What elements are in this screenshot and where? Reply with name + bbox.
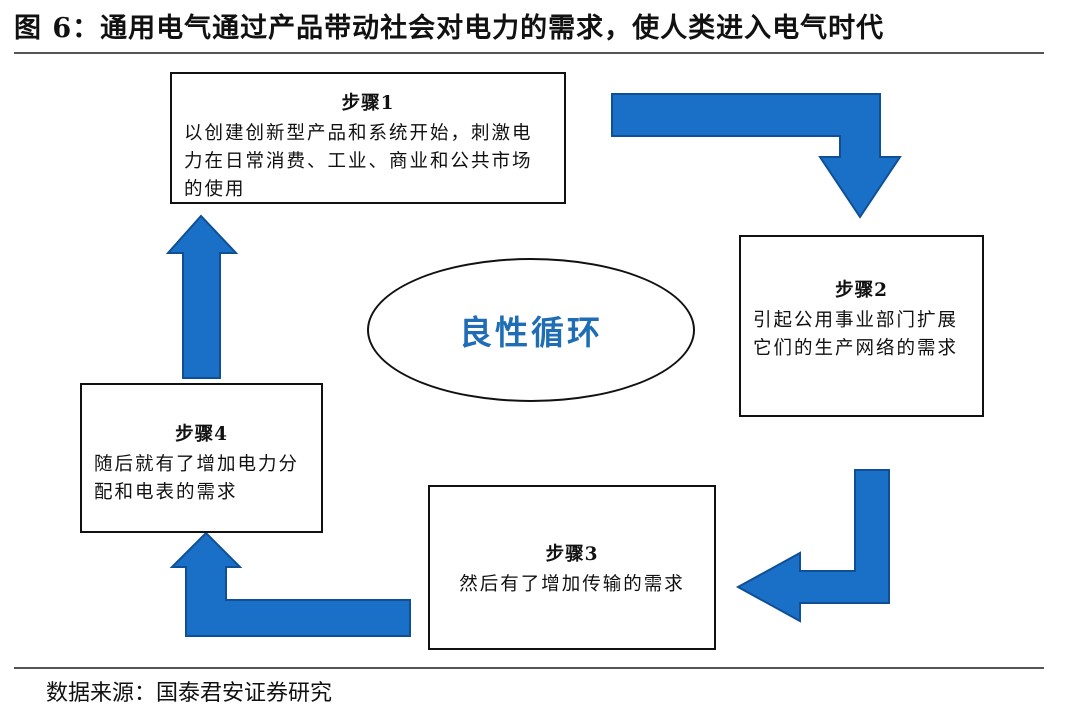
figure-title: 图 6：通用电气通过产品带动社会对电力的需求，使人类进入电气时代: [14, 13, 885, 44]
top-divider: [14, 52, 1044, 54]
step1-text: 以创建创新型产品和系统开始，刺激电力在日常消费、工业、商业和公共市场的使用: [184, 123, 533, 200]
step3-text: 然后有了增加传输的需求: [459, 574, 685, 595]
step4-box: 步骤4 随后就有了增加电力分配和电表的需求: [80, 383, 323, 533]
bottom-divider: [14, 667, 1044, 669]
step2-title: 步骤2: [835, 280, 888, 301]
step2-box: 步骤2 引起公用事业部门扩展它们的生产网络的需求: [739, 235, 984, 417]
arrow-step3-to-step4: [169, 531, 411, 637]
center-label: 良性循环: [459, 313, 603, 352]
arrow-step4-to-step1: [165, 214, 239, 379]
virtuous-cycle-ellipse: 良性循环: [367, 258, 695, 402]
arrow-step2-to-step3: [735, 469, 890, 623]
step3-box: 步骤3 然后有了增加传输的需求: [428, 485, 716, 650]
step4-title: 步骤4: [175, 424, 228, 445]
step4-text: 随后就有了增加电力分配和电表的需求: [94, 454, 300, 503]
step2-text: 引起公用事业部门扩展它们的生产网络的需求: [753, 310, 959, 359]
step3-title: 步骤3: [545, 544, 599, 565]
arrow-step1-to-step2: [611, 93, 902, 219]
step1-title: 步骤1: [341, 93, 395, 114]
step1-box: 步骤1 以创建创新型产品和系统开始，刺激电力在日常消费、工业、商业和公共市场的使…: [170, 72, 566, 204]
source-note: 数据来源：国泰君安证券研究: [46, 681, 333, 706]
